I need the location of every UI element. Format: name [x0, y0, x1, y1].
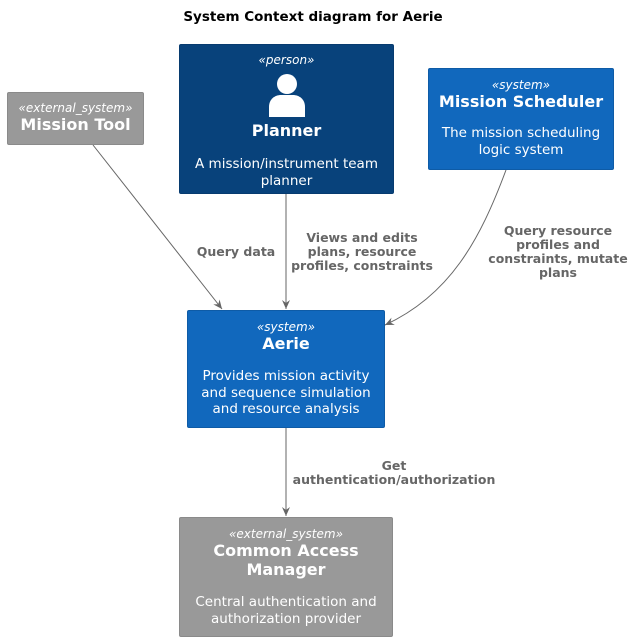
mission-scheduler-description: The mission scheduling logic system	[441, 125, 601, 158]
planner-stereotype: «person»	[258, 53, 315, 67]
mission-tool-external-box: «external_system» Mission Tool	[7, 92, 144, 145]
common-access-manager-name: Common Access Manager	[213, 541, 359, 579]
common-access-manager-external-box: «external_system» Common Access Manager …	[179, 517, 393, 637]
aerie-stereotype: «system»	[256, 320, 316, 334]
common-access-manager-description: Central authentication and authorization…	[195, 594, 377, 627]
relationship-label-get-auth: Get authentication/authorization	[292, 458, 496, 487]
aerie-description: Provides mission activity and sequence s…	[201, 368, 371, 417]
planner-name: Planner	[251, 121, 322, 140]
diagram-title: System Context diagram for Aerie	[183, 9, 443, 25]
mission-tool-name: Mission Tool	[20, 115, 131, 134]
mission-scheduler-name: Mission Scheduler	[438, 92, 604, 111]
arrow-tool-to-aerie	[92, 144, 223, 310]
planner-person-box: «person» Planner A mission/instrument te…	[179, 44, 394, 194]
relationship-label-views-edits: Views and edits plans, resource profiles…	[291, 230, 433, 273]
relationship-label-query-resource: Query resource profiles and constraints,…	[488, 223, 628, 280]
person-icon	[268, 74, 305, 117]
arrow-scheduler-to-aerie	[384, 169, 507, 326]
aerie-name: Aerie	[262, 334, 310, 353]
common-access-manager-stereotype: «external_system»	[229, 527, 343, 541]
planner-description: A mission/instrument team planner	[195, 156, 378, 189]
mission-scheduler-stereotype: «system»	[491, 78, 551, 92]
aerie-system-box: «system» Aerie Provides mission activity…	[187, 310, 385, 428]
mission-scheduler-system-box: «system» Mission Scheduler The mission s…	[428, 68, 614, 170]
mission-tool-stereotype: «external_system»	[18, 101, 133, 115]
relationship-label-query-data: Query data	[196, 244, 276, 259]
